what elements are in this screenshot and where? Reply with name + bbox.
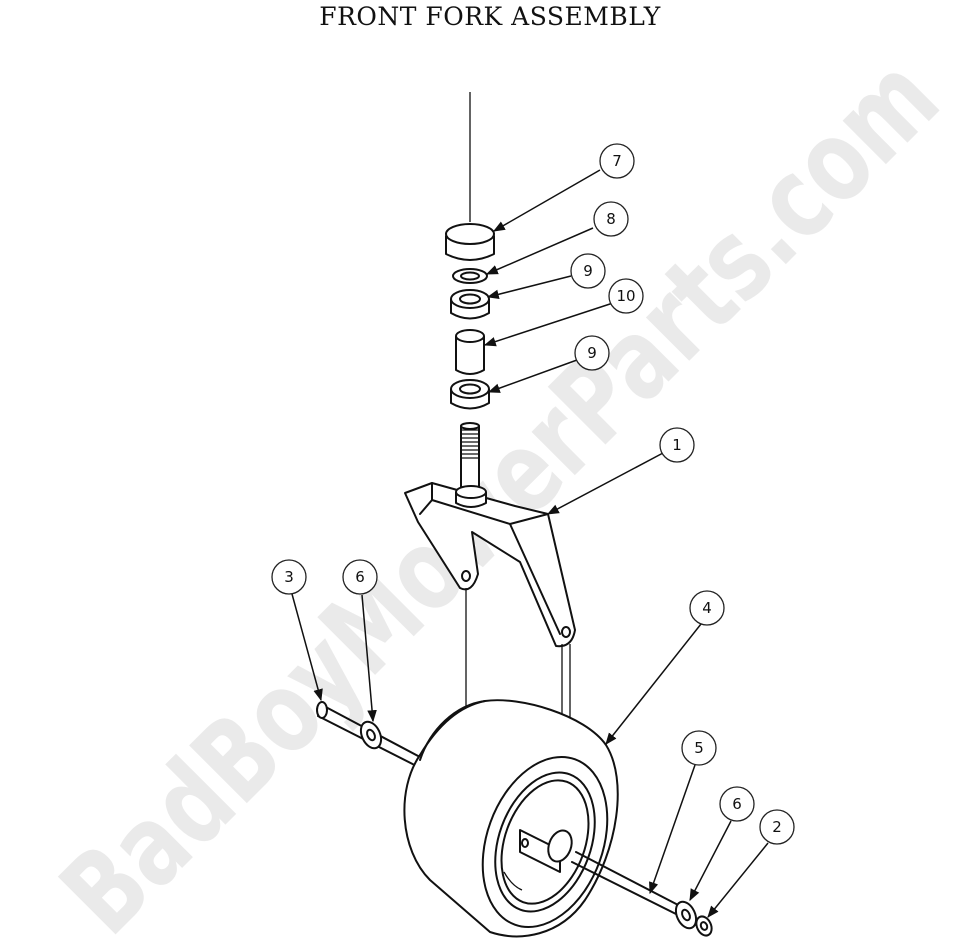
callout-10: 10 [608, 278, 644, 314]
part-10-spacer-tube [455, 329, 485, 375]
callout-label: 9 [587, 344, 597, 362]
callout-6-left: 6 [342, 559, 378, 595]
callout-label: 6 [355, 568, 365, 586]
callout-label: 3 [284, 568, 294, 586]
callout-6-right: 6 [719, 786, 755, 822]
part-2-nut [695, 915, 713, 937]
callout-3: 3 [271, 559, 307, 595]
callout-label: 10 [616, 287, 635, 305]
callout-label: 2 [772, 818, 782, 836]
callout-label: 7 [612, 152, 622, 170]
callout-label: 8 [606, 210, 616, 228]
part-6-washer-right [674, 900, 698, 930]
part-8-seal [452, 268, 488, 284]
callout-label: 6 [732, 795, 742, 813]
diagram-title: FRONT FORK ASSEMBLY [319, 2, 661, 31]
part-9-bearing-upper [450, 289, 490, 320]
callout-2: 2 [759, 809, 795, 845]
callout-1: 1 [659, 427, 695, 463]
leader-arrows [291, 169, 769, 918]
callout-label: 1 [672, 436, 682, 454]
callout-5: 5 [681, 730, 717, 766]
part-7-dust-cap [445, 223, 495, 261]
part-5-axle [571, 851, 683, 916]
part-4-wheel [403, 699, 619, 938]
callout-label: 4 [702, 599, 712, 617]
callout-7: 7 [599, 143, 635, 179]
part-1-fork [404, 422, 576, 842]
callout-label: 9 [583, 262, 593, 280]
callout-label: 5 [694, 739, 704, 757]
part-6-washer-left [359, 720, 383, 750]
callout-9-lower: 9 [574, 335, 610, 371]
part-9-bearing-lower [450, 379, 490, 410]
part-3-axle-bolt [316, 701, 453, 783]
callout-9-upper: 9 [570, 253, 606, 289]
callout-8: 8 [593, 201, 629, 237]
callout-4: 4 [689, 590, 725, 626]
